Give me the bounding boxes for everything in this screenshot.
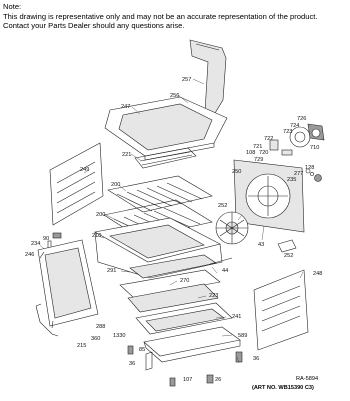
part-label-200-upper: 200 xyxy=(111,182,120,188)
part-label-270: 270 xyxy=(180,278,189,284)
part-label-247: 247 xyxy=(121,104,130,110)
broil-element-221 xyxy=(134,147,197,169)
part-label-90: 90 xyxy=(43,236,49,242)
convection-motor-assembly xyxy=(269,123,325,156)
part-label-107: 107 xyxy=(183,377,192,383)
drawing-reference-code: RA-5894 xyxy=(296,376,319,382)
part-label-729: 729 xyxy=(254,157,263,163)
part-label-257: 257 xyxy=(182,77,191,83)
part-label-200-lower: 200 xyxy=(96,212,105,218)
disclaimer-note: Note: This drawing is representative onl… xyxy=(3,2,317,31)
part-label-36-left: 36 xyxy=(129,361,135,367)
part-label-43: 43 xyxy=(258,242,264,248)
part-number-labels: 257 256 247 726 724 723 722 721 720 710 … xyxy=(25,77,322,383)
part-label-26: 26 xyxy=(215,377,221,383)
part-label-252-fan: 252 xyxy=(218,203,227,209)
left-side-panel-249 xyxy=(49,142,104,226)
part-label-246: 246 xyxy=(25,252,34,258)
part-label-710: 710 xyxy=(310,145,319,151)
part-label-256: 256 xyxy=(170,93,179,99)
part-label-291: 291 xyxy=(107,268,116,274)
art-number: (ART NO. WB15390 C3) xyxy=(252,385,314,391)
door-hinge-234 xyxy=(47,232,62,250)
part-label-128: 128 xyxy=(305,165,314,171)
part-label-235: 235 xyxy=(287,177,296,183)
part-label-108: 108 xyxy=(246,150,255,156)
right-side-panel-248 xyxy=(253,269,309,351)
oven-liner-210 xyxy=(94,217,223,279)
part-label-248: 248 xyxy=(313,271,322,277)
base-pan-589 xyxy=(143,326,241,363)
part-label-724: 724 xyxy=(290,123,299,129)
vent-cover-291 xyxy=(129,254,233,279)
bottom-tray-241 xyxy=(135,302,233,335)
fan-bracket-252 xyxy=(277,239,297,253)
note-line-1: This drawing is representative only and … xyxy=(3,11,318,21)
part-label-250: 250 xyxy=(232,169,241,175)
part-label-223: 223 xyxy=(209,293,218,299)
part-label-252-bracket: 252 xyxy=(284,253,293,259)
part-label-36-right: 36 xyxy=(253,356,259,362)
leader-lines xyxy=(39,78,304,364)
part-label-221: 221 xyxy=(122,152,131,158)
part-label-215: 215 xyxy=(77,343,86,349)
part-label-360: 360 xyxy=(91,336,100,342)
part-label-723: 723 xyxy=(283,129,292,135)
part-label-589: 589 xyxy=(238,333,247,339)
note-heading: Note: xyxy=(3,2,22,11)
door-handle-215 xyxy=(35,303,59,337)
part-label-241: 241 xyxy=(232,314,241,320)
part-label-288: 288 xyxy=(96,324,105,330)
oven-rack-upper-200 xyxy=(107,175,213,213)
bake-pan-270 xyxy=(119,269,221,299)
oven-top-panel-247 xyxy=(104,96,228,161)
heat-shield-223 xyxy=(127,283,219,313)
part-label-726: 726 xyxy=(297,116,306,122)
part-label-277: 277 xyxy=(294,171,303,177)
oven-door-246 xyxy=(37,239,99,329)
part-label-234: 234 xyxy=(31,241,40,247)
bracket-85 xyxy=(145,351,153,371)
part-label-1330: 1330 xyxy=(113,333,125,339)
part-label-721: 721 xyxy=(253,144,262,150)
rear-panel-250 xyxy=(233,159,305,233)
part-label-85: 85 xyxy=(139,347,145,353)
small-fasteners-235 xyxy=(305,168,322,182)
leveling-legs xyxy=(127,345,243,387)
part-label-249: 249 xyxy=(80,167,89,173)
part-label-44: 44 xyxy=(222,268,228,274)
part-label-722: 722 xyxy=(264,136,273,142)
part-label-210: 210 xyxy=(92,233,101,239)
convection-fan-252 xyxy=(215,211,249,245)
part-label-720: 720 xyxy=(259,150,268,156)
note-line-2: Contact your Parts Dealer should any que… xyxy=(3,21,185,31)
